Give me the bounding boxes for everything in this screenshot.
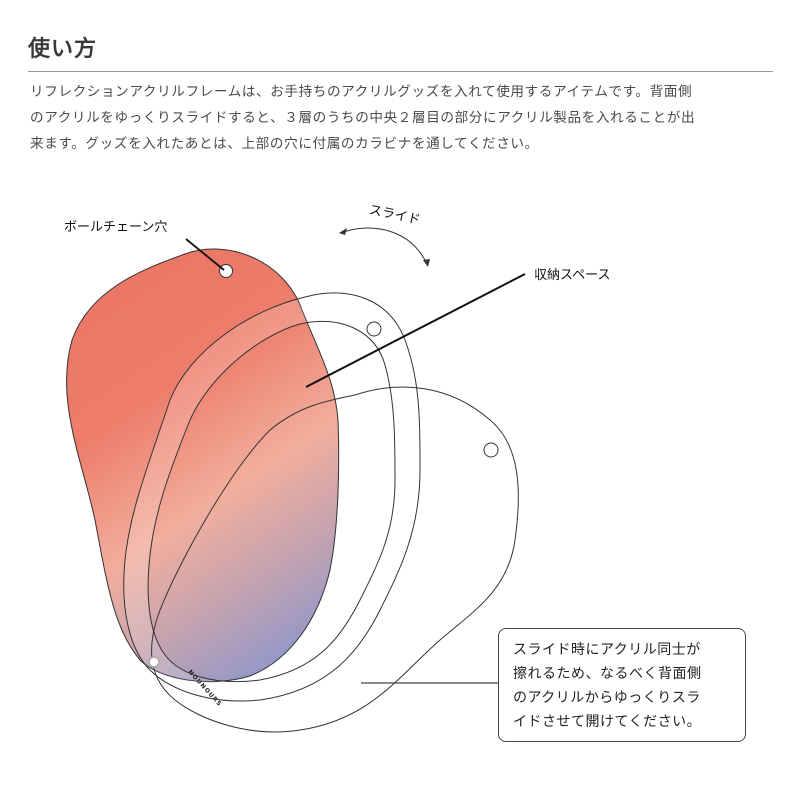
title-divider bbox=[28, 71, 773, 72]
note-line: イドさせて開けてください。 bbox=[513, 714, 702, 730]
description-line: リフレクションアクリルフレームは、お手持ちのアクリルグッズを入れて使用するアイテ… bbox=[30, 84, 693, 100]
storage-leader bbox=[305, 273, 526, 388]
back-layer-hole bbox=[483, 442, 499, 458]
note-line: のアクリルからゆっくりスラ bbox=[513, 690, 701, 706]
middle-band-highlight bbox=[123, 293, 339, 682]
note-line: 擦れるため、なるべく背面側 bbox=[513, 666, 702, 682]
bottom-hole bbox=[148, 656, 160, 668]
storage-space-label: 収納スペース bbox=[534, 268, 611, 283]
ball-chain-hole bbox=[219, 264, 233, 278]
slide-arrow bbox=[340, 227, 428, 265]
ball-chain-hole-label: ボールチェーン穴 bbox=[64, 220, 168, 235]
arrowhead-left-icon bbox=[339, 228, 347, 235]
note-line: スライド時にアクリル同士が bbox=[513, 642, 701, 658]
middle-layer-hole bbox=[366, 321, 382, 337]
front-acrylic-layer bbox=[66, 248, 340, 683]
page-title: 使い方 bbox=[28, 37, 98, 62]
description: リフレクションアクリルフレームは、お手持ちのアクリルグッズを入れて使用するアイテ… bbox=[30, 79, 780, 157]
description-line: のアクリルをゆっくりスライドすると、３層のうちの中央２層目の部分にアクリル製品を… bbox=[30, 110, 696, 126]
caution-note: スライド時にアクリル同士が 擦れるため、なるべく背面側 のアクリルからゆっくりス… bbox=[498, 628, 746, 742]
description-line: 来ます。グッズを入れたあとは、上部の穴に付属のカラビナを通してください。 bbox=[30, 136, 539, 152]
ball-chain-leader bbox=[185, 238, 225, 271]
arrowhead-right-icon bbox=[423, 259, 430, 267]
